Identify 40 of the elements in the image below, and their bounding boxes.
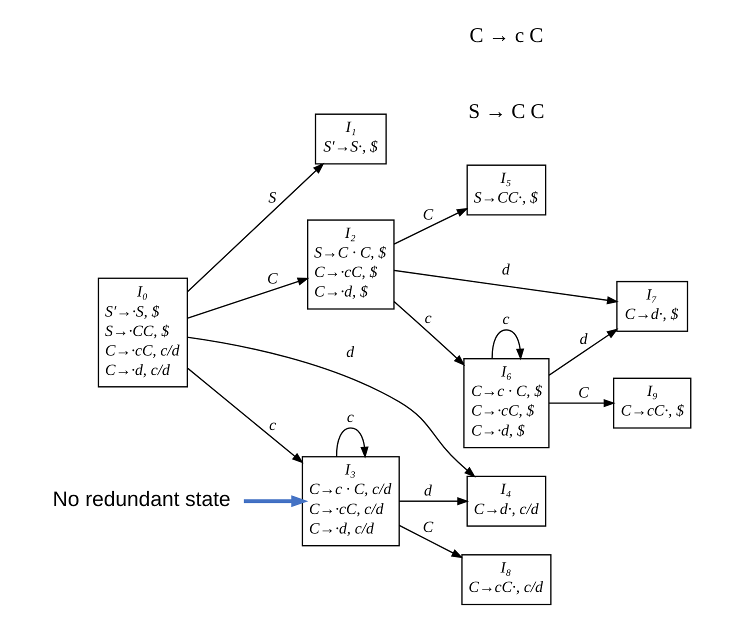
node-box: I₅ S→CC·, $ [466, 164, 546, 216]
edge-label: c [346, 409, 354, 426]
edge-label: C [422, 519, 434, 536]
edge-label: c [269, 417, 276, 434]
edge-label: d [580, 330, 588, 348]
arrow [187, 368, 304, 464]
arrow [394, 270, 619, 304]
node-box: I₁ S′→S·, $ [314, 114, 387, 165]
arrow [549, 399, 616, 408]
node-box: I₄ C→d·, c/d [466, 476, 546, 527]
edge-label: C [578, 384, 589, 402]
node-box: I₂ S→C · C, $ C→·cC, $ C→·d, $ [307, 219, 395, 310]
edge-label: d [424, 482, 432, 500]
node-text: No redundant state [52, 488, 231, 512]
edge-label: d [346, 344, 354, 361]
label: S → C C [468, 98, 544, 123]
arrow [187, 336, 476, 478]
edge-label: c [424, 310, 432, 327]
arrow [188, 278, 310, 319]
label: C → c C [470, 23, 544, 47]
arrow [394, 301, 466, 366]
arrow [244, 495, 308, 508]
edge-label: C [422, 206, 434, 224]
arrow [399, 497, 470, 506]
arrow [398, 524, 464, 558]
arrow [187, 162, 324, 292]
arrow [394, 208, 468, 245]
node-box: I₉ C→cC·, $ [612, 378, 692, 429]
node-box: I₆ C→c · C, $ C→·cC, $ C→·d, $ [463, 358, 550, 448]
arrow [492, 329, 524, 360]
edge-label: c [502, 311, 510, 328]
node-box: I₃ C→c · C, c/d C→·cC, c/d C→·d, c/d [302, 456, 400, 546]
edge-label: d [502, 261, 510, 278]
arrow [336, 427, 369, 458]
arrow [548, 328, 618, 376]
node-box: I₈ C→cC·, c/d [461, 554, 552, 606]
edge-label: C [267, 270, 278, 288]
edge-label: S [268, 190, 276, 207]
node-box: I₇ C→d·, $ [616, 280, 688, 332]
node-box: I₀ S′→·S, $ S→·CC, $ C→·cC, c/d C→·d, c/d [98, 278, 188, 388]
